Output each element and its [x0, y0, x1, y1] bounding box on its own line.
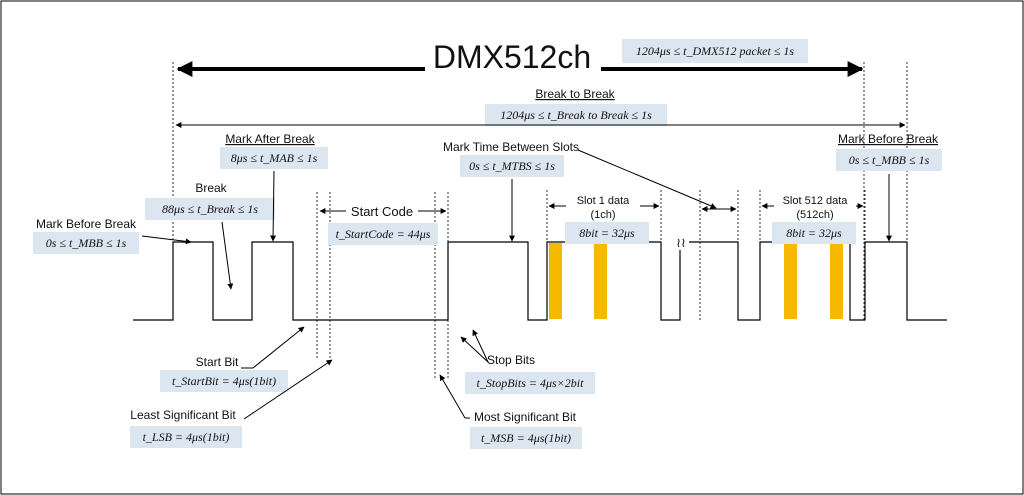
stop-bits-label: Stop Bits: [487, 353, 535, 367]
mbb-right-constraint: 0s ≤ t_MBB ≤ 1s: [849, 153, 930, 167]
start-bit-constraint: t_StartBit = 4μs(1bit): [172, 374, 276, 388]
break-symbol: ≀≀: [676, 235, 686, 250]
start-code-constraint: t_StartCode = 44μs: [336, 227, 431, 241]
break-symbol-gap: [673, 234, 689, 250]
start-bit-label: Start Bit: [196, 355, 239, 369]
start-code-label-bg: [346, 202, 418, 220]
break-to-break-label: Break to Break: [535, 87, 615, 101]
break-arrow: [221, 221, 234, 290]
start-code-box: [328, 223, 438, 245]
mtbs-arrow-right: [577, 149, 717, 209]
lsb-arrow: [243, 359, 333, 420]
lsb-box: [130, 426, 242, 448]
stop-bits-box: [465, 372, 595, 394]
mbb-right-box: [836, 149, 942, 171]
mab-arrow: [270, 170, 277, 242]
slot1-label-line2: (1ch): [590, 209, 615, 221]
slot1-label-line1: Slot 1 data: [577, 195, 630, 207]
msb-box: [470, 427, 582, 449]
diagram-title: DMX512ch: [433, 39, 591, 75]
title-backdrop: [425, 40, 601, 76]
mab-box: [220, 147, 328, 169]
break-box: [145, 198, 275, 220]
mab-label: Mark After Break: [225, 132, 315, 146]
mtbs-label: Mark Time Between Slots: [443, 140, 579, 154]
slot1-bit-a: [549, 243, 562, 319]
mtbs-box: [460, 155, 564, 177]
slot512-constraint: 8bit = 32μs: [786, 226, 842, 240]
mbb-left-box: [33, 232, 139, 254]
mbb-left-label: Mark Before Break: [36, 217, 137, 231]
lsb-constraint: t_LSB = 4μs(1bit): [143, 430, 230, 444]
mbb-right-label: Mark Before Break: [838, 132, 939, 146]
slot512-label-bg: [774, 192, 856, 222]
slot512-label-line1: Slot 512 data: [783, 195, 849, 207]
slot512-bit-b: [830, 243, 843, 319]
mab-constraint: 8μs ≤ t_MAB ≤ 1s: [231, 151, 318, 165]
slot512-box: [772, 222, 856, 244]
packet-constraint: 1204μs ≤ t_DMX512 packet ≤ 1s: [636, 44, 795, 58]
stop-bits-arrow-b: [472, 329, 489, 363]
break-to-break-box: [485, 104, 667, 126]
break-label: Break: [195, 181, 227, 195]
break-to-break-constraint: 1204μs ≤ t_Break to Break ≤ 1s: [500, 108, 652, 122]
mbb-left-constraint: 0s ≤ t_MBB ≤ 1s: [46, 236, 127, 250]
slot1-box: [565, 222, 649, 244]
break-constraint: 88μs ≤ t_Break ≤ 1s: [162, 202, 258, 216]
start-bit-arrow: [252, 326, 305, 369]
mtbs-constraint: 0s ≤ t_MTBS ≤ 1s: [469, 159, 555, 173]
stop-bits-arrow-a: [460, 336, 489, 363]
start-code-label: Start Code: [351, 204, 413, 219]
lsb-label: Least Significant Bit: [130, 408, 236, 422]
msb-label: Most Significant Bit: [474, 410, 577, 424]
start-bit-box: [160, 370, 288, 392]
slot1-constraint: 8bit = 32μs: [579, 226, 635, 240]
packet-constraint-box: [622, 39, 808, 63]
mbb-left-arrow: [141, 235, 192, 245]
msb-constraint: t_MSB = 4μs(1bit): [481, 431, 571, 445]
slot1-bit-b: [594, 243, 607, 319]
slot512-label-line2: (512ch): [796, 209, 833, 221]
slot1-label-bg: [566, 192, 640, 222]
stop-bits-constraint: t_StopBits = 4μs×2bit: [477, 376, 585, 390]
msb-arrow: [439, 374, 466, 419]
slot512-bit-a: [784, 243, 797, 319]
